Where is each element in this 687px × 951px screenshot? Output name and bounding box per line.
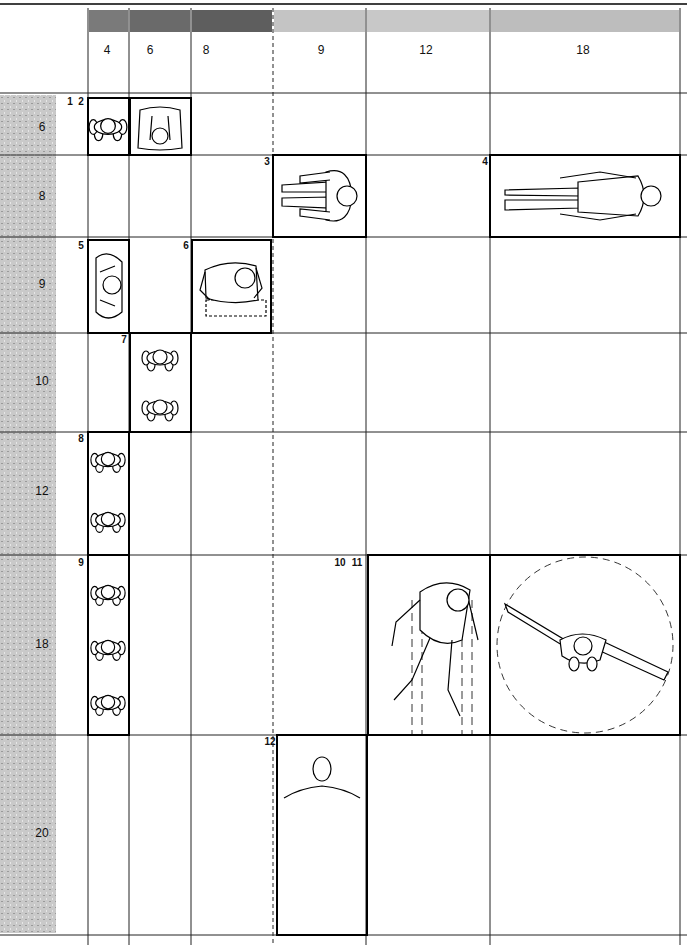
- callout-number: 2: [78, 97, 84, 107]
- row-header: 20: [35, 827, 48, 839]
- figure-frame: [490, 555, 680, 735]
- row-header: 6: [39, 121, 46, 133]
- column-header-bar: [491, 10, 679, 32]
- top-rule: [0, 3, 687, 5]
- standing-figures: [91, 585, 125, 715]
- figure-frame: [490, 155, 680, 237]
- figure-frame: [88, 555, 129, 735]
- column-header: 8: [203, 44, 210, 56]
- figure-frame: [130, 98, 191, 155]
- row-header: 9: [39, 278, 46, 290]
- column-header: 9: [318, 44, 325, 56]
- column-header: 4: [104, 44, 111, 56]
- walking-figure: [392, 583, 478, 735]
- squatting-figure: [96, 254, 122, 318]
- figure-frame: [192, 240, 271, 333]
- figure-frame: [88, 240, 129, 333]
- callout-number: 5: [78, 241, 84, 251]
- standing-figures: [142, 350, 178, 421]
- grid-line: [680, 8, 681, 945]
- callout-number: 4: [482, 157, 488, 167]
- sitting-legs-out-figure: [282, 171, 357, 221]
- column-header-bar: [130, 10, 190, 32]
- row-header: 8: [39, 190, 46, 202]
- figure-frame: [88, 98, 129, 155]
- callout-number: 1: [67, 97, 73, 107]
- row-header: 10: [35, 375, 48, 387]
- callout-number: 9: [78, 558, 84, 568]
- column-header: 6: [147, 44, 154, 56]
- standing-figures: [91, 452, 125, 532]
- lying-figure: [505, 172, 661, 220]
- figure-frame: [368, 555, 490, 735]
- arms-extended-figure: [497, 557, 673, 733]
- row-header: 18: [35, 638, 48, 650]
- grid-line: [273, 8, 274, 945]
- row-header: 12: [35, 485, 48, 497]
- callout-number: 8: [78, 434, 84, 444]
- column-header-bar: [89, 10, 128, 32]
- upright-figure: [284, 757, 360, 798]
- kneeling-figure: [138, 107, 182, 150]
- row-header-strip: [0, 95, 56, 933]
- callout-number: 11: [352, 558, 363, 568]
- seated-at-desk-figure: [200, 263, 266, 316]
- grid-line: [0, 93, 687, 94]
- callout-number: 7: [121, 335, 127, 345]
- column-header: 18: [576, 44, 589, 56]
- column-header: 12: [419, 44, 432, 56]
- column-header-bar: [367, 10, 489, 32]
- callout-number: 6: [183, 241, 189, 251]
- figure-frame: [130, 333, 191, 432]
- column-header-bar: [274, 10, 365, 32]
- callout-number: 12: [264, 737, 275, 747]
- figure-frame: [88, 432, 129, 555]
- figure-frame: [277, 735, 367, 935]
- seated-figure: [89, 119, 127, 141]
- callout-number: 3: [264, 157, 270, 167]
- figure-frame: [273, 155, 366, 237]
- callout-number: 10: [334, 558, 345, 568]
- grid-line: [490, 8, 491, 945]
- column-header-bar: [192, 10, 272, 32]
